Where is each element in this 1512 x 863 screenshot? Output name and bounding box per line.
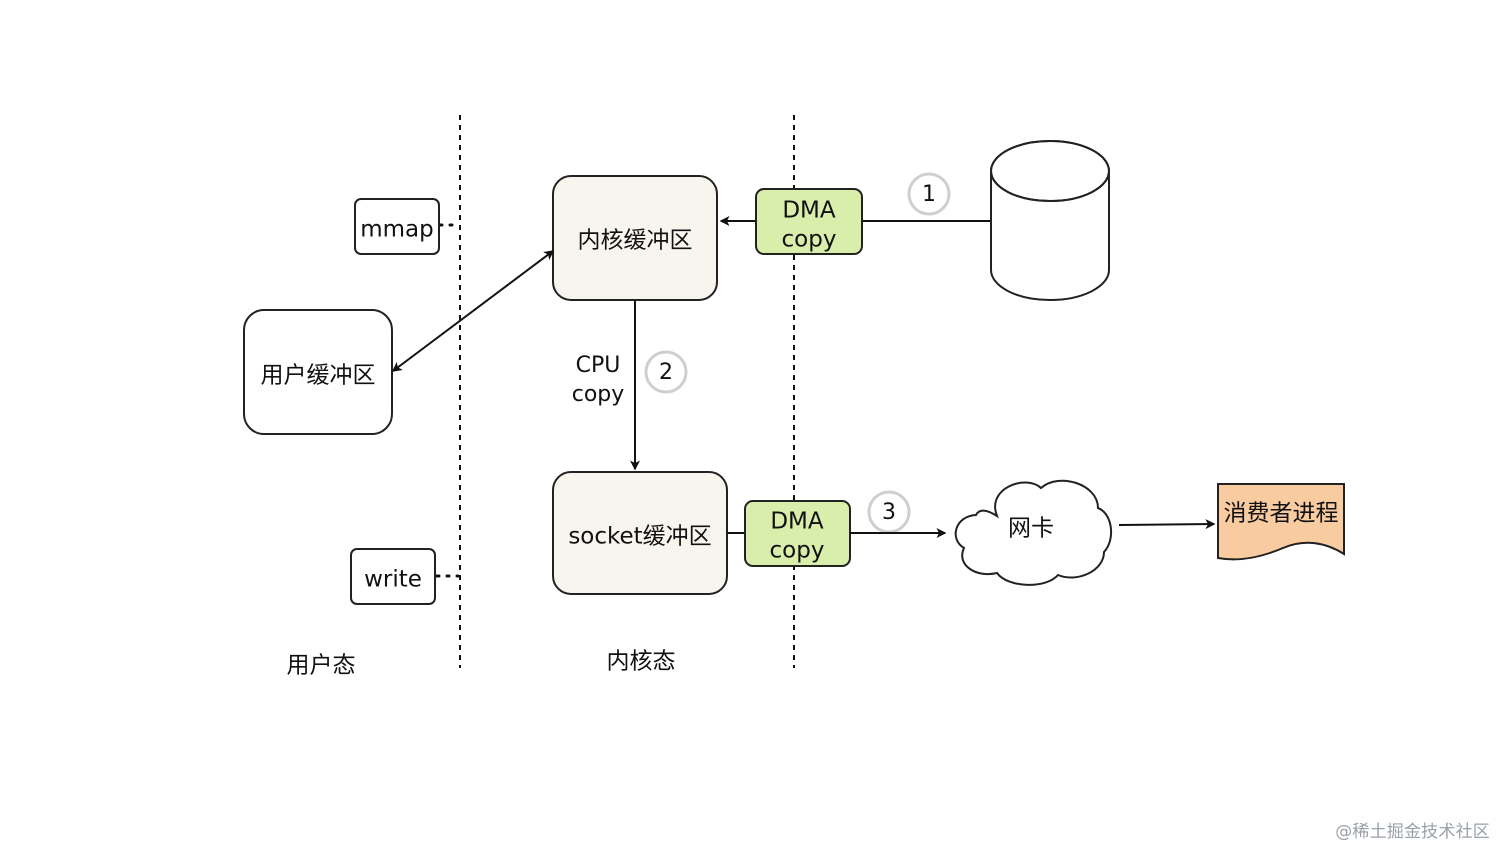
cpu-copy-label-line2: copy — [572, 382, 625, 407]
dma-copy-bottom-label-line1: DMA — [770, 509, 824, 535]
socket-buffer-label: socket缓冲区 — [568, 524, 711, 550]
cpu-copy-label-line1: CPU — [576, 353, 621, 378]
dma-copy-bottom-box: DMA copy — [744, 500, 851, 567]
kernel-buffer-box: 内核缓冲区 — [552, 175, 718, 301]
dma-copy-top-label-line1: DMA — [782, 198, 836, 224]
write-label: write — [364, 567, 422, 593]
step-1-badge: 1 — [907, 172, 951, 216]
step-1-label: 1 — [922, 182, 936, 207]
step-2-badge: 2 — [644, 350, 688, 394]
user-kernel-transfer-arrow — [391, 250, 555, 372]
socket-buffer-box: socket缓冲区 — [552, 471, 728, 595]
dma-copy-bottom-label-line2: copy — [770, 538, 825, 564]
nic-to-consumer-arrow — [1118, 519, 1216, 530]
kernel-buffer-label: 内核缓冲区 — [578, 228, 693, 254]
user-mode-label: 用户态 — [287, 653, 356, 679]
step-2-label: 2 — [659, 360, 673, 385]
step-3-badge: 3 — [867, 490, 911, 534]
watermark-text: @稀土掘金技术社区 — [1335, 822, 1490, 842]
dma-copy-top-label-line2: copy — [782, 227, 837, 253]
dma-copy-top-box: DMA copy — [755, 188, 863, 255]
write-box: write — [350, 548, 436, 605]
consumer-process-box: 消费者进程 — [1217, 483, 1345, 561]
step-3-label: 3 — [882, 500, 896, 525]
kernel-mode-label: 内核态 — [607, 649, 676, 675]
nic-cloud: 网卡 — [954, 479, 1113, 586]
disk-cylinder — [990, 140, 1110, 301]
mmap-label: mmap — [360, 217, 434, 243]
nic-label: 网卡 — [1008, 516, 1054, 542]
user-buffer-label: 用户缓冲区 — [261, 363, 376, 389]
user-buffer-box: 用户缓冲区 — [243, 309, 393, 435]
consumer-process-label: 消费者进程 — [1224, 501, 1339, 527]
mmap-box: mmap — [354, 198, 440, 255]
